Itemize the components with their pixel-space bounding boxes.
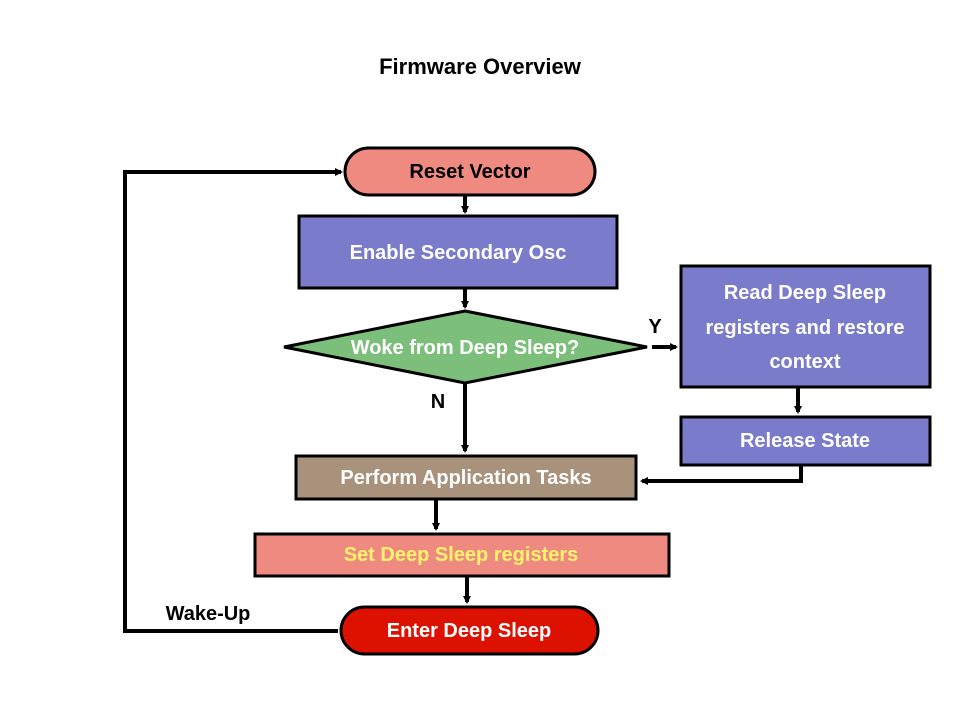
node-release-state: Release State — [679, 415, 932, 467]
edge-wake-up-loop — [123, 168, 343, 633]
enter-deep-sleep-shape — [339, 605, 600, 656]
node-reset-vector: Reset Vector — [343, 146, 597, 197]
enable-osc-shape — [297, 214, 619, 290]
node-read-deep-sleep: Read Deep Sleep registers and restore co… — [679, 264, 932, 389]
edge-label-no: N — [431, 391, 445, 413]
perform-tasks-label: Perform Application Tasks — [340, 467, 591, 489]
node-set-registers: Set Deep Sleep registers — [253, 532, 671, 578]
release-state-shape — [679, 415, 932, 467]
read-deep-sleep-shape — [679, 264, 932, 389]
set-registers-shape — [253, 532, 671, 578]
node-decision: Woke from Deep Sleep? — [283, 309, 648, 385]
read-deep-sleep-label-line1: Read Deep Sleep — [724, 282, 886, 304]
diagram-title: Firmware Overview — [379, 54, 582, 79]
node-enter-deep-sleep: Enter Deep Sleep — [339, 605, 600, 656]
edge-label-yes: Y — [648, 316, 662, 338]
read-deep-sleep-label-line2: registers and restore — [706, 317, 905, 339]
enable-osc-label: Enable Secondary Osc — [350, 242, 567, 264]
read-deep-sleep-label-line3: context — [769, 351, 840, 373]
release-state-label: Release State — [740, 430, 870, 452]
edge-label-wake-up: Wake-Up — [166, 603, 251, 625]
reset-vector-shape — [343, 146, 597, 197]
perform-tasks-shape — [294, 454, 638, 501]
edge-release-to-perform — [640, 466, 803, 485]
enter-deep-sleep-label: Enter Deep Sleep — [387, 620, 552, 642]
decision-shape — [283, 309, 648, 385]
connectors — [123, 168, 803, 633]
set-registers-label: Set Deep Sleep registers — [344, 544, 579, 566]
reset-vector-label: Reset Vector — [409, 161, 530, 183]
decision-label: Woke from Deep Sleep? — [351, 337, 580, 359]
node-perform-tasks: Perform Application Tasks — [294, 454, 638, 501]
node-enable-secondary-osc: Enable Secondary Osc — [297, 214, 619, 290]
